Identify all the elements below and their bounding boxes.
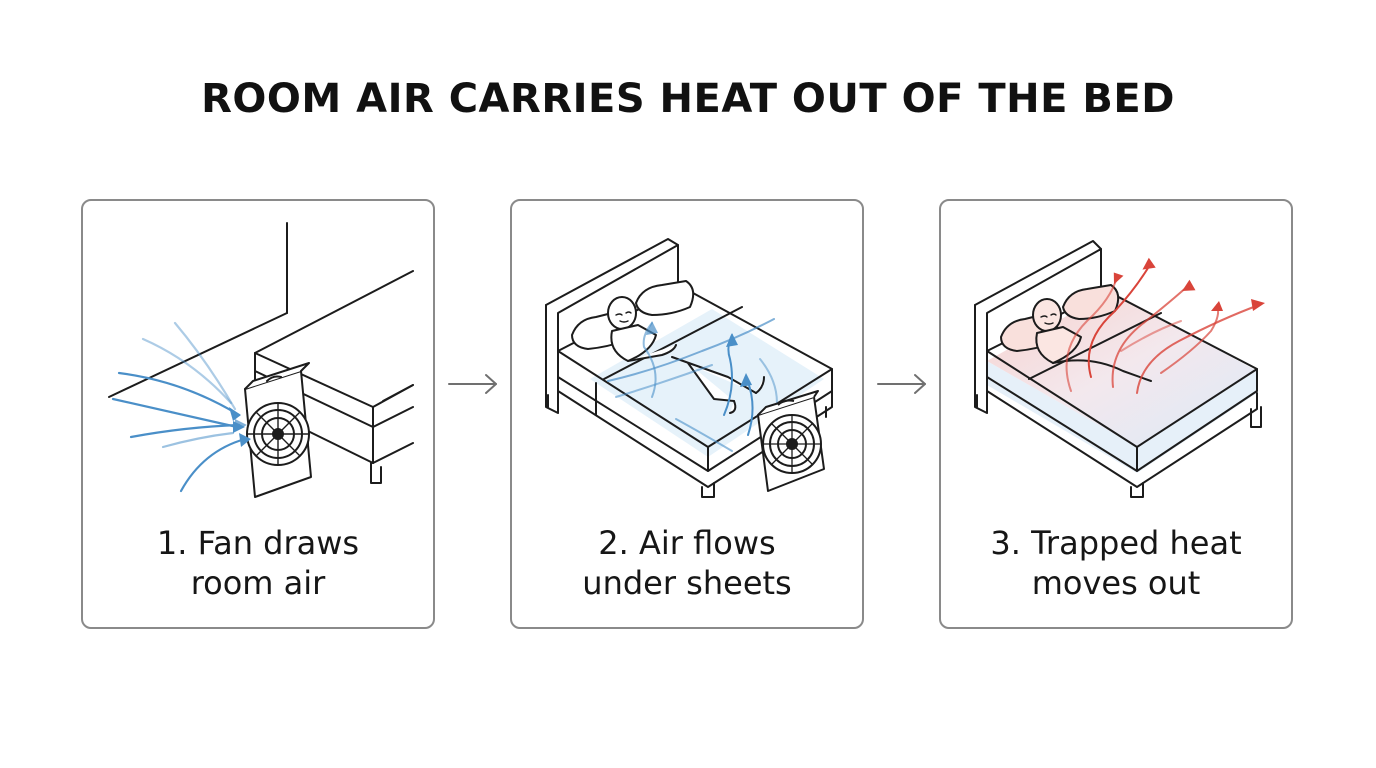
flow-arrow-icon <box>448 374 497 394</box>
step-3-caption: 3. Trapped heat moves out <box>941 523 1291 603</box>
step-1-caption-line-1: 1. Fan draws <box>156 524 360 562</box>
airflow-arrow-icon <box>111 321 247 493</box>
sleeper-icon <box>607 296 765 414</box>
step-1-caption-line-2: room air <box>190 564 326 602</box>
step-3-caption-line-2: moves out <box>1031 564 1201 602</box>
step-2-caption-line-2: under sheets <box>582 564 792 602</box>
sleeper-icon <box>1032 298 1152 382</box>
fan-draws-air-illustration <box>108 222 414 498</box>
pillow <box>635 280 695 316</box>
flow-arrow-icon <box>877 374 926 394</box>
heat-arrow-icon <box>1065 262 1260 394</box>
step-2-panel: 2. Air flows under sheets <box>510 199 864 629</box>
bed-icon <box>974 240 1262 498</box>
step-3-panel: 3. Trapped heat moves out <box>939 199 1293 629</box>
box-fan-icon <box>757 390 825 492</box>
floor-edge-line <box>108 312 288 398</box>
heat-moves-out-illustration <box>974 240 1265 498</box>
box-fan-icon <box>244 362 312 498</box>
pillow <box>1062 284 1120 320</box>
step-2-caption-line-1: 2. Air flows <box>598 524 776 562</box>
step-1-caption: 1. Fan draws room air <box>83 523 433 603</box>
step-3-caption-line-1: 3. Trapped heat <box>990 524 1242 562</box>
step-1-panel: 1. Fan draws room air <box>81 199 435 629</box>
air-under-sheets-illustration <box>545 238 833 498</box>
step-2-caption: 2. Air flows under sheets <box>512 523 862 603</box>
diagram-title: ROOM AIR CARRIES HEAT OUT OF THE BED <box>201 76 1175 122</box>
